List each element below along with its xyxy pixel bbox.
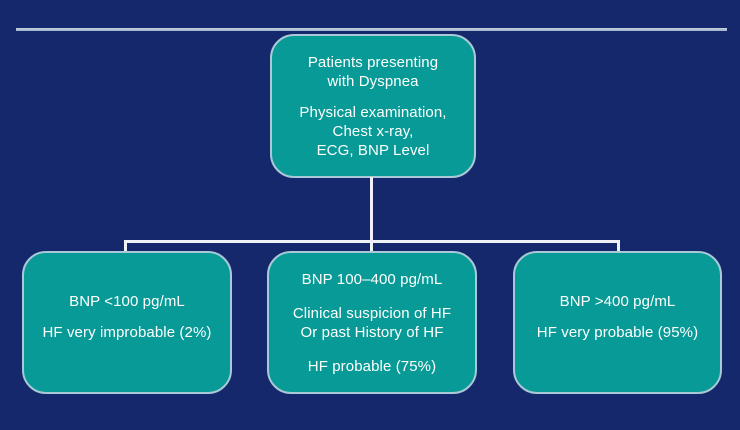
node-patients-presenting: Patients presenting with Dyspnea Physica… <box>270 34 476 178</box>
node-top-line-4: Chest x-ray, <box>332 122 414 140</box>
connector-horizontal-branch <box>124 240 620 243</box>
connector-vertical-from-top-node <box>370 177 373 241</box>
connector-stub-right <box>617 242 620 253</box>
node-bnp-intermediate-criteria-2: Or past History of HF <box>300 323 444 341</box>
node-top-line-5: ECG, BNP Level <box>316 141 430 159</box>
node-bnp-high-value: BNP >400 pg/mL <box>559 292 676 310</box>
node-bnp-high-interpretation: HF very probable (95%) <box>536 323 699 341</box>
top-divider-line <box>16 28 727 31</box>
node-bnp-intermediate-interpretation: HF probable (75%) <box>307 357 437 375</box>
node-bnp-low-value: BNP <100 pg/mL <box>69 292 185 310</box>
node-bnp-intermediate-criteria-1: Clinical suspicion of HF <box>292 304 452 322</box>
node-bnp-intermediate: BNP 100–400 pg/mL Clinical suspicion of … <box>267 251 477 394</box>
node-top-line-3: Physical examination, <box>299 103 447 121</box>
node-bnp-high: BNP >400 pg/mL HF very probable (95%) <box>513 251 722 394</box>
connector-stub-middle <box>370 242 373 254</box>
node-bnp-intermediate-value: BNP 100–400 pg/mL <box>301 270 443 288</box>
node-top-line-2: with Dyspnea <box>327 72 419 90</box>
node-bnp-low-interpretation: HF very improbable (2%) <box>42 323 212 341</box>
node-top-line-1: Patients presenting <box>307 53 439 71</box>
connector-stub-left <box>124 242 127 253</box>
node-bnp-low: BNP <100 pg/mL HF very improbable (2%) <box>22 251 232 394</box>
